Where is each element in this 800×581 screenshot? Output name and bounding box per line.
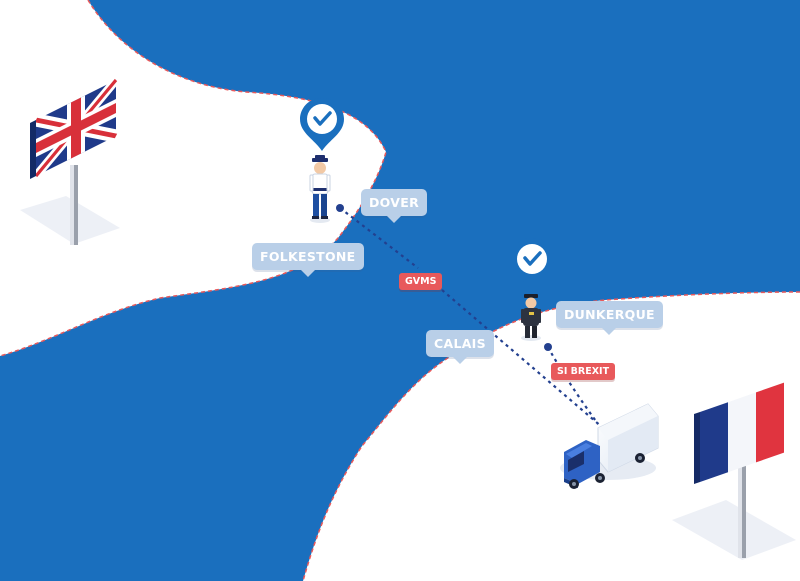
customs-officer-icon-dover [309,155,331,223]
route-tag-gvms: GVMS [399,273,443,290]
france-coastline [302,291,800,581]
france-flag-icon [672,382,796,560]
place-label-dunkerque: DUNKERQUE [556,301,663,335]
checkmark-pin-icon-dunkerque [510,238,554,291]
place-label-dover: DOVER [361,189,428,223]
checkmark-pin-icon-dover [300,98,344,151]
gvms-route [336,204,603,428]
route-tag-si-brexit: SI BREXIT [551,363,616,380]
place-label-calais: CALAIS [426,330,494,364]
uk-flag-icon [20,77,120,245]
customs-officer-icon-dunkerque [521,294,541,341]
truck-icon [560,403,659,489]
place-label-folkestone: FOLKESTONE [252,243,364,277]
si-brexit-route [544,343,599,425]
